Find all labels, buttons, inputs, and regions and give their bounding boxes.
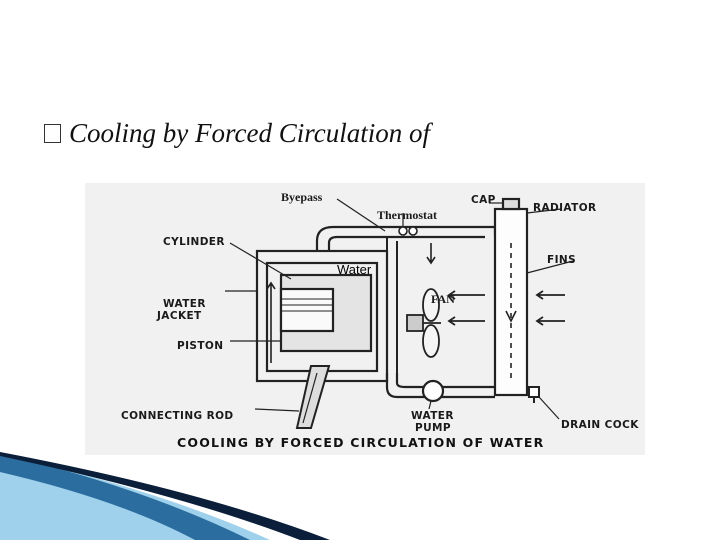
label-water-jacket-1: WATER: [163, 298, 206, 310]
fan: [406, 288, 441, 358]
slide-title: Cooling by Forced Circulation of: [69, 118, 430, 148]
upper-hose: [315, 225, 497, 251]
byepass-pipe: [386, 237, 398, 373]
label-fins: FINS: [547, 254, 576, 266]
drain-cock: [528, 386, 540, 403]
label-water-pump-2: PUMP: [415, 422, 451, 434]
wave-mid: [0, 454, 250, 540]
decorative-wave: [0, 452, 330, 540]
label-piston: PISTON: [177, 340, 223, 352]
bullet-title-line: Cooling by Forced Circulation of: [44, 118, 430, 149]
label-byepass: Byepass: [281, 190, 323, 204]
airflow-arrows: [447, 290, 565, 326]
engine-block: [255, 249, 389, 383]
label-connecting-rod: CONNECTING ROD: [121, 410, 234, 422]
leader-lines: [225, 198, 574, 420]
label-water-pump-1: WATER: [411, 410, 454, 422]
label-water-jacket-2: JACKET: [156, 310, 202, 322]
label-cylinder: CYLINDER: [163, 236, 225, 248]
piston: [279, 287, 335, 333]
label-water: Water: [337, 262, 372, 277]
water-pump: [385, 373, 495, 403]
cooling-diagram: Byepass CAP RADIATOR Thermostat CYLINDER…: [85, 183, 645, 455]
radiator: [493, 197, 529, 397]
diagram-caption: COOLING BY FORCED CIRCULATION OF WATER: [177, 435, 544, 450]
label-drain-cock: DRAIN COCK: [561, 419, 639, 431]
flow-arrows: [266, 243, 436, 363]
label-thermostat: Thermostat: [377, 208, 437, 222]
radiator-cap: [501, 197, 521, 211]
label-cap: CAP: [471, 194, 496, 206]
label-radiator: RADIATOR: [533, 202, 597, 214]
square-bullet-icon: [44, 124, 61, 143]
connecting-rod: [295, 365, 331, 429]
label-fan: FAN: [431, 292, 455, 306]
wave-dark: [0, 452, 330, 540]
